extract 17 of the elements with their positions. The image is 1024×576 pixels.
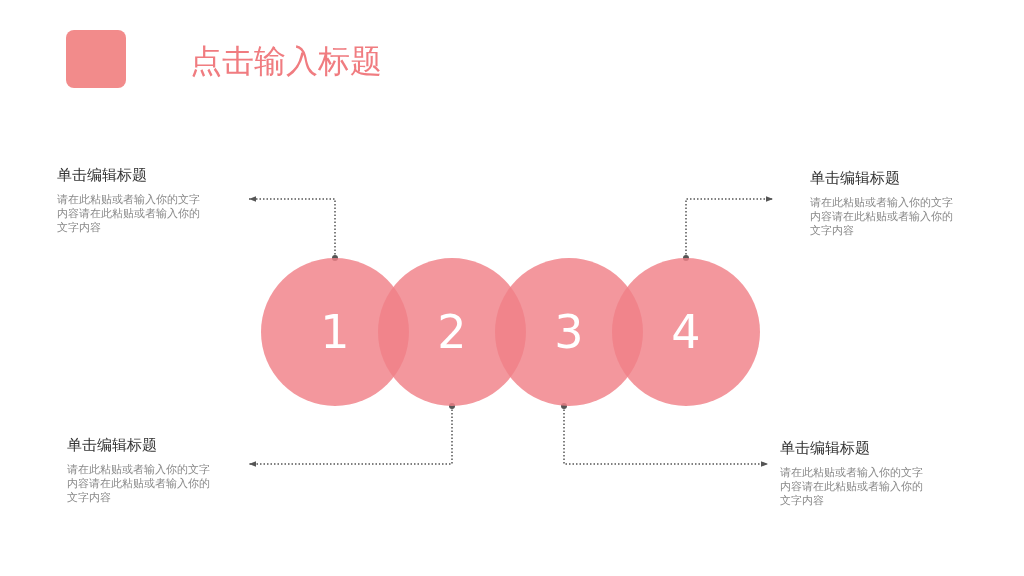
item-heading: 单击编辑标题	[57, 166, 148, 185]
item-description: 请在此粘贴或者输入你的文字内容请在此粘贴或者输入你的文字内容	[780, 466, 924, 508]
step-number: 4	[671, 305, 701, 359]
step-number: 1	[320, 305, 350, 359]
item-description: 请在此粘贴或者输入你的文字内容请在此粘贴或者输入你的文字内容	[57, 193, 201, 235]
leader-line	[248, 196, 338, 261]
item-heading: 单击编辑标题	[810, 169, 901, 188]
step-number: 2	[437, 305, 467, 359]
step-number: 3	[554, 305, 584, 359]
item-description: 请在此粘贴或者输入你的文字内容请在此粘贴或者输入你的文字内容	[810, 196, 954, 238]
leader-line	[561, 403, 769, 467]
leader-line	[248, 403, 455, 467]
item-description: 请在此粘贴或者输入你的文字内容请在此粘贴或者输入你的文字内容	[67, 463, 211, 505]
item-heading: 单击编辑标题	[67, 436, 158, 455]
leader-line	[683, 196, 774, 261]
item-heading: 单击编辑标题	[780, 439, 871, 458]
slide-title: 点击输入标题	[190, 41, 382, 82]
